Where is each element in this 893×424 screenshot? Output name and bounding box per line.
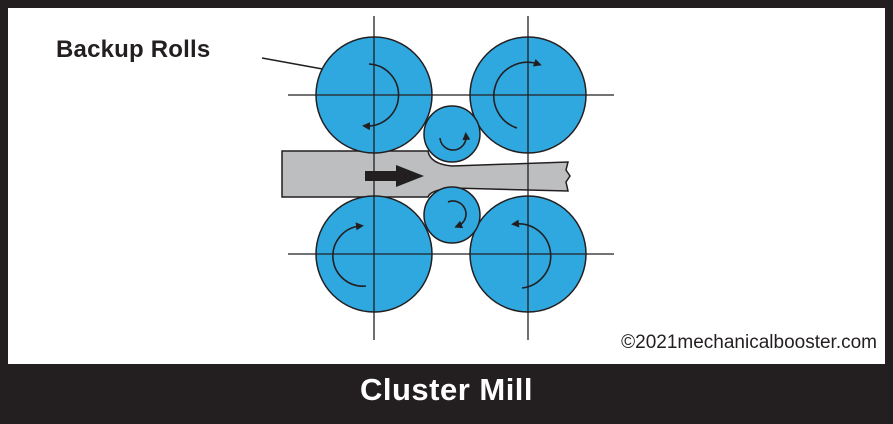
- rotation-arrow-top-left: [362, 63, 400, 131]
- feed-direction-arrow: [365, 165, 424, 187]
- rotation-arrow-bottom-right: [511, 219, 552, 289]
- work-roll-top: [423, 105, 481, 163]
- title-bar: Cluster Mill: [8, 364, 885, 416]
- rotation-arrows: [332, 58, 552, 289]
- copyright-text: ©2021mechanicalbooster.com: [621, 332, 877, 353]
- rotation-arrow-bottom-left: [332, 222, 367, 287]
- work-roll-bottom: [423, 186, 481, 244]
- backup-rolls-label: Backup Rolls: [56, 36, 211, 63]
- workpiece-strip: [281, 150, 571, 198]
- rotation-arrow-work-bottom: [447, 200, 467, 229]
- rotation-arrow-top-right: [493, 58, 542, 129]
- label-leader-line: [261, 57, 329, 71]
- rotation-arrow-work-top: [439, 132, 471, 151]
- diagram-title: Cluster Mill: [359, 372, 534, 407]
